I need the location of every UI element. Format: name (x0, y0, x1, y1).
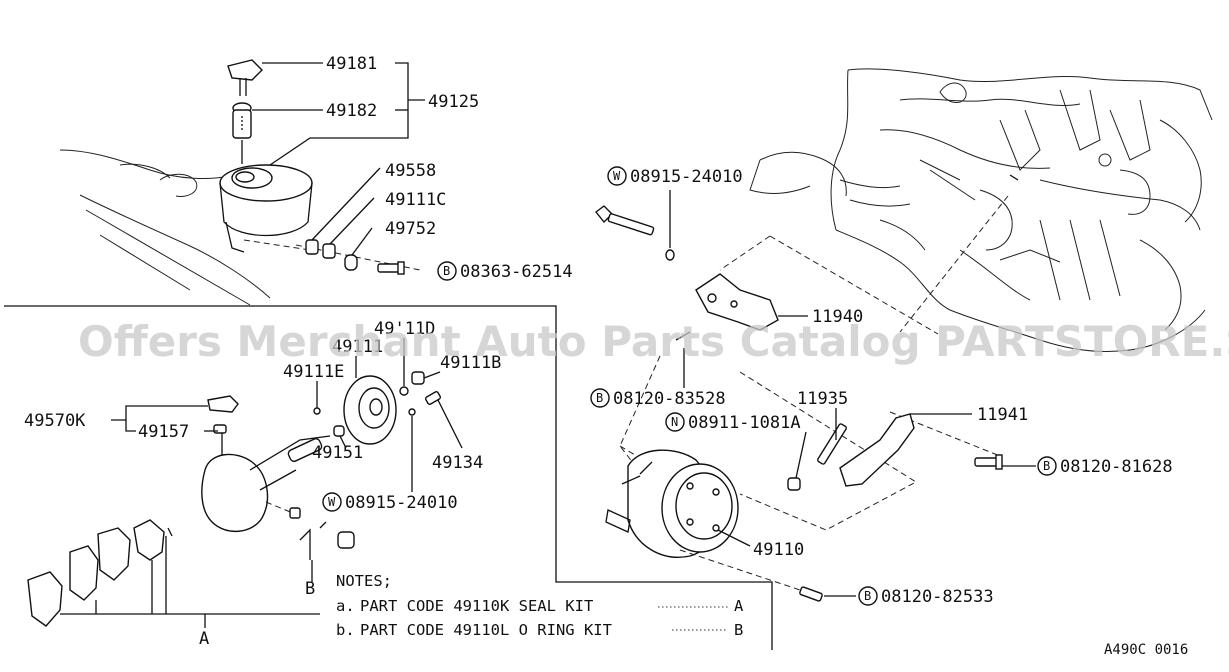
circle-prefix-b (858, 586, 878, 606)
label-08120-81628: 08120-81628 (1060, 457, 1173, 477)
circle-prefix-n (665, 412, 685, 432)
note-a-prefix: a. (336, 597, 355, 615)
leader-lines-top-left (252, 62, 425, 256)
circle-prefix-b (437, 261, 457, 281)
label-49125: 49125 (428, 92, 479, 112)
label-11940: 11940 (812, 307, 863, 327)
label-49111c: 49111C (385, 190, 446, 210)
pump-breakdown-illustration (27, 371, 442, 628)
circle-prefix-w (607, 166, 627, 186)
label-49111e: 49111E (283, 362, 344, 382)
leader-lines-left-panel (111, 338, 463, 582)
label-08363-62514: 08363-62514 (460, 262, 573, 282)
label-49182: 49182 (326, 101, 377, 121)
note-a-text: PART CODE 49110K SEAL KIT (360, 597, 593, 615)
label-letter-b: B (305, 579, 315, 599)
note-b-ref: B (734, 621, 743, 639)
label-49181: 49181 (326, 54, 377, 74)
label-49558: 49558 (385, 161, 436, 181)
label-08120-83528: 08120-83528 (613, 389, 726, 409)
note-b-prefix: b. (336, 621, 355, 639)
label-49134: 49134 (432, 453, 483, 473)
prefix-b-letter: B (864, 589, 871, 603)
label-11941: 11941 (977, 405, 1028, 425)
prefix-b-letter: B (596, 391, 603, 405)
label-49110: 49110 (753, 540, 804, 560)
label-49752: 49752 (385, 219, 436, 239)
label-49157: 49157 (138, 422, 189, 442)
watermark-text: Offers Merchant Auto Parts Catalog PARTS… (78, 317, 1229, 366)
prefix-n-letter: N (671, 415, 678, 429)
label-49111d: 49'11D (374, 319, 435, 339)
label-08911-1081a: 08911-1081A (688, 413, 801, 433)
pump-assembly-illustration (595, 195, 1009, 602)
circle-prefix-w (322, 492, 342, 512)
label-49570k: 49570K (24, 411, 86, 431)
note-b-text: PART CODE 49110L O RING KIT (360, 621, 612, 639)
label-08915-24010-left: 08915-24010 (345, 493, 458, 513)
note-a-ref: A (734, 597, 744, 615)
part-labels: 49181 49182 49125 49558 49111C 49752 B 0… (24, 54, 1173, 649)
prefix-b-letter: B (443, 264, 450, 278)
prefix-w-letter: W (613, 169, 621, 183)
leader-lines-right (669, 190, 1036, 597)
diagram-reference-code: A490C 0016 (1104, 642, 1188, 658)
detail-box-border (4, 305, 773, 650)
circle-prefix-b (590, 388, 610, 408)
reservoir-illustration (59, 59, 421, 306)
label-49111b: 49111B (440, 353, 501, 373)
label-49111: 49111 (332, 337, 383, 357)
prefix-w-letter: W (328, 495, 336, 509)
circle-prefix-b (1037, 456, 1057, 476)
notes-heading: NOTES; (336, 572, 392, 590)
notes-block: NOTES; a. PART CODE 49110K SEAL KIT A b.… (336, 572, 744, 639)
label-11935: 11935 (797, 389, 848, 409)
prefix-b-letter: B (1043, 459, 1050, 473)
label-08915-24010-top: 08915-24010 (630, 167, 743, 187)
label-08120-82533: 08120-82533 (881, 587, 994, 607)
label-letter-a: A (199, 629, 209, 649)
label-49151: 49151 (312, 443, 363, 463)
engine-block-illustration (749, 68, 1213, 352)
